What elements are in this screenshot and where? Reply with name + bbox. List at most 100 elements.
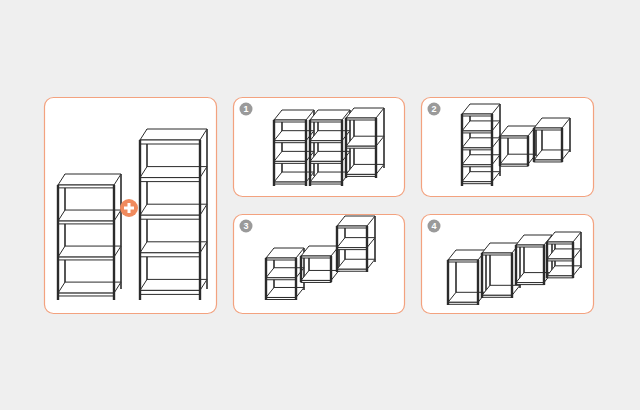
callout-number: 1 [239, 102, 253, 116]
shelf-part [310, 161, 342, 163]
shelf-part [113, 185, 115, 300]
shelf-part [569, 118, 571, 152]
shelf-part [273, 120, 275, 186]
shelf-part [300, 256, 302, 282]
shelf-part [265, 258, 267, 300]
panel [234, 98, 405, 197]
shelf-part [58, 257, 114, 260]
shelf-part [516, 245, 544, 247]
shelf-part [547, 276, 573, 278]
shelf-part [310, 120, 342, 122]
shelf-part [274, 141, 306, 143]
shelf-part [448, 302, 478, 304]
shelf-part [337, 238, 375, 248]
shelf-part [448, 292, 486, 302]
shelf-part [58, 246, 121, 257]
shelf-part [341, 120, 343, 186]
shelf-part [310, 131, 350, 141]
shelf-part [499, 104, 501, 176]
shelf-part [547, 242, 573, 244]
shelf-part [64, 174, 66, 289]
shelf-part [58, 293, 114, 296]
shelf-part [543, 245, 545, 285]
callout-circle [428, 103, 441, 116]
shelf-part [346, 164, 384, 174]
shelf-part [274, 110, 314, 120]
shelf-part [337, 216, 375, 226]
shelf-part [266, 248, 304, 258]
shelf-part [310, 172, 350, 182]
shelf-part [462, 131, 492, 133]
shelf-part [301, 270, 339, 280]
shelf-part [462, 104, 500, 114]
shelf-part [139, 140, 141, 300]
shelf-part [274, 172, 314, 182]
shelf-part [534, 150, 570, 160]
shelf-part [140, 167, 207, 178]
shelf-part [140, 215, 200, 219]
callout-number: 2 [427, 102, 441, 116]
shelf-part [516, 283, 544, 285]
callout-circle [240, 220, 253, 233]
shelf-part [462, 138, 500, 148]
plus-icon [120, 199, 138, 217]
shelf-part [58, 174, 121, 185]
shelf-part [561, 128, 563, 162]
shelf-part [337, 259, 375, 269]
shelf-part [500, 154, 536, 164]
shelf-part [485, 250, 487, 295]
shelf-part [366, 226, 368, 272]
shelf-part [309, 120, 311, 186]
shelf-part [547, 266, 581, 276]
shelf-part [546, 242, 548, 278]
shelf-part [310, 141, 342, 143]
shelf-part [274, 120, 306, 122]
shelf-part [482, 253, 512, 255]
shelf-part [346, 174, 376, 176]
shelf-part [337, 226, 367, 228]
shelf-part [534, 128, 562, 130]
shelf-part [266, 268, 304, 278]
shelf-part [547, 232, 581, 242]
shelf-part [266, 297, 296, 299]
panel [422, 215, 594, 314]
shelf-part [534, 160, 562, 162]
shelf-part [337, 269, 367, 271]
shelf-part [274, 161, 306, 163]
shelf-part [120, 174, 122, 289]
shelf-part [462, 114, 492, 116]
shelf-part [266, 258, 296, 260]
shelf-part [482, 285, 520, 295]
shelf-part [533, 128, 535, 162]
shelf-part [140, 178, 200, 182]
shelf-part [500, 164, 528, 166]
shelf-units [58, 104, 581, 305]
shelf-part [330, 256, 332, 282]
shelf-part [515, 245, 517, 285]
shelf-part [274, 182, 306, 184]
shelf-part [461, 114, 463, 186]
shelf-part [481, 253, 483, 298]
panel [234, 215, 405, 314]
shelf-part [345, 118, 347, 178]
shelf-part [491, 114, 493, 186]
shelf-part [346, 146, 376, 148]
shelf-part [448, 250, 486, 260]
shelf-part [140, 242, 207, 253]
shelf-part [547, 249, 581, 259]
shelf-part [383, 108, 385, 168]
shelf-part [58, 210, 121, 221]
shelf-part [346, 118, 376, 120]
shelf-part [336, 226, 338, 272]
shelf-part [572, 242, 574, 278]
shelf-part [511, 253, 513, 298]
shelf-part [58, 282, 121, 293]
shelf-part [58, 221, 114, 224]
shelf-part [301, 246, 339, 256]
callout-circle [240, 103, 253, 116]
shelf-part [266, 278, 296, 280]
callout-number: 3 [239, 219, 253, 233]
shelf-part [375, 118, 377, 178]
shelf-part [310, 182, 342, 184]
